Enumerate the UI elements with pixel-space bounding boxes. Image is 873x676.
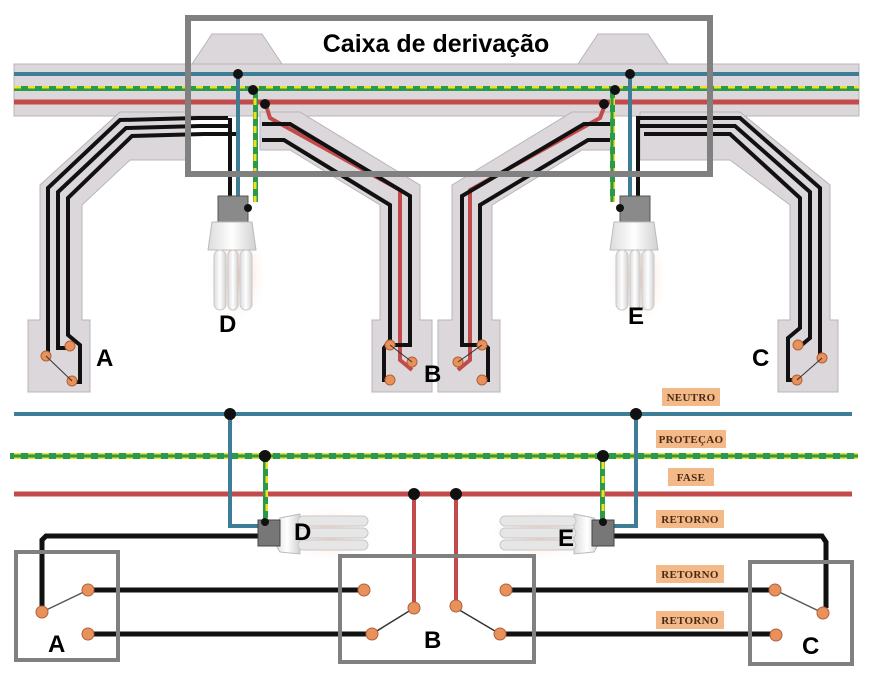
tag-protecao: PROTEÇAO xyxy=(656,430,726,448)
lamp-d-top xyxy=(204,195,268,325)
lamp-e-schematic xyxy=(490,506,615,562)
tag-retorno-2: RETORNO xyxy=(656,565,724,583)
svg-text:NEUTRO: NEUTRO xyxy=(667,392,716,404)
lamp-d-socket-schematic xyxy=(257,519,281,547)
conduit-to-switch-b-left xyxy=(259,111,433,393)
conduit-to-switch-c xyxy=(639,111,839,393)
conduit-to-switch-b-right xyxy=(437,111,613,393)
switch-a-label: A xyxy=(48,631,65,658)
junction-box-title: Caixa de derivação xyxy=(323,30,550,58)
switch-a-frame xyxy=(14,550,120,662)
switch-c-label-top: C xyxy=(752,345,769,372)
lamp-d-schematic xyxy=(257,506,380,562)
switch-c-frame xyxy=(748,560,854,666)
switch-a-schematic xyxy=(35,583,95,641)
drop-protecao-d xyxy=(263,456,268,522)
switch-b-terminals-top xyxy=(384,339,488,386)
switch-b-schematic xyxy=(357,583,513,641)
tag-retorno-3: RETORNO xyxy=(656,611,724,629)
drop-protecao-e xyxy=(600,456,605,522)
wires-b-left xyxy=(262,101,414,382)
switch-a-label-top: A xyxy=(96,345,113,372)
wire-protecao-top xyxy=(14,86,859,91)
top-conduit-system: A D B E C Caixa de derivação xyxy=(13,15,860,393)
lamp-e-socket xyxy=(619,195,651,223)
switch-b-frame xyxy=(338,554,536,664)
retorno-wires-c xyxy=(636,116,822,382)
tag-fase: FASE xyxy=(668,468,714,486)
tag-retorno-1: RETORNO xyxy=(656,510,724,528)
junction-tab-left xyxy=(191,33,283,65)
tag-neutro: NEUTRO xyxy=(662,388,720,406)
svg-text:RETORNO: RETORNO xyxy=(661,569,719,581)
lamp-d-label-top: D xyxy=(219,311,236,338)
retorno-wires-a xyxy=(46,116,236,384)
wire-protecao-e xyxy=(610,90,615,202)
svg-text:PROTEÇAO: PROTEÇAO xyxy=(659,434,724,446)
switch-b-label: B xyxy=(424,627,441,654)
wire-protecao-d xyxy=(253,90,258,202)
wires-b-right xyxy=(456,101,612,382)
svg-text:FASE: FASE xyxy=(677,472,706,484)
switch-b-label-top: B xyxy=(424,361,441,388)
lamp-e-label-top: E xyxy=(628,303,644,330)
switch-c-schematic xyxy=(768,583,830,642)
svg-text:RETORNO: RETORNO xyxy=(661,514,719,526)
junction-box-frame xyxy=(185,15,713,177)
switch-c-terminals-top xyxy=(791,339,828,386)
lamp-d-label: D xyxy=(294,519,311,546)
retorno-wires-schematic xyxy=(39,533,829,637)
junction-dots-top xyxy=(233,69,635,109)
lamp-e-top xyxy=(605,195,669,328)
svg-text:RETORNO: RETORNO xyxy=(661,615,719,627)
junction-tab-right xyxy=(577,33,669,65)
bus-protecao xyxy=(10,453,858,459)
lamp-e-label: E xyxy=(558,525,574,552)
switch-a-terminals-top xyxy=(40,340,78,387)
drop-neutro-d xyxy=(228,414,260,528)
lamp-d-socket xyxy=(217,195,249,223)
switch-c-label: C xyxy=(802,633,819,660)
schematic: A D B E C NEUTRO PROTEÇAO FASE RETORNO R… xyxy=(10,388,858,666)
junction-dots-schematic xyxy=(224,408,642,500)
drop-neutro-e xyxy=(610,414,638,528)
